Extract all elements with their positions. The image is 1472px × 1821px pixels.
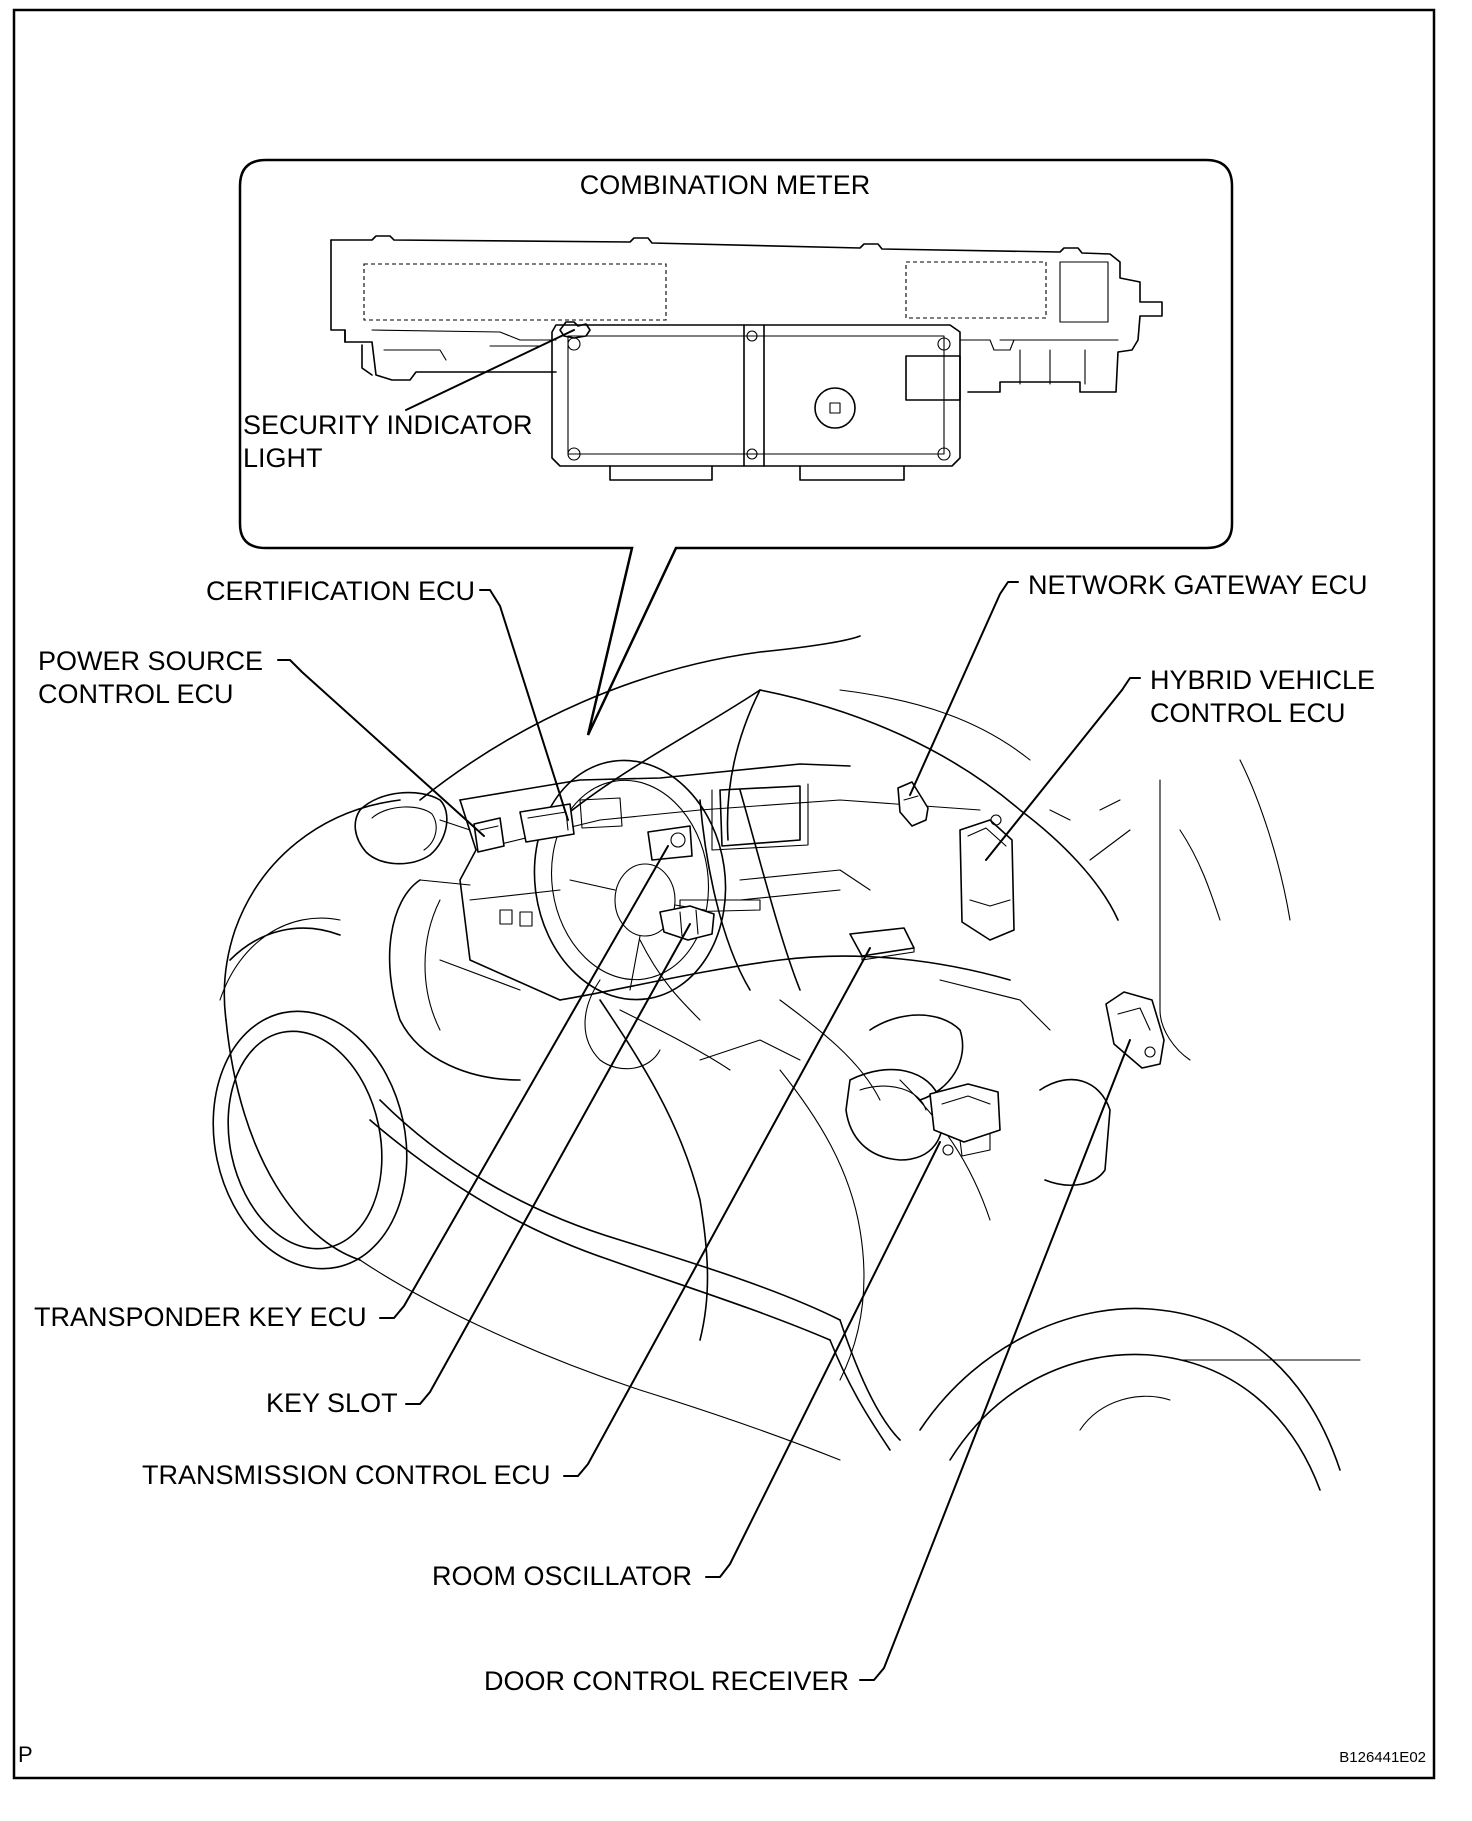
certification-ecu-label: CERTIFICATION ECU [206, 576, 475, 606]
combination-meter-inset: COMBINATION METER SECURITY [238, 158, 1234, 736]
inset-callout-box [238, 158, 1234, 736]
rear-wheel [919, 1307, 1361, 1491]
key-slot-label: KEY SLOT [266, 1388, 398, 1418]
steering-wheel [533, 759, 727, 1070]
power-source-label-line2: CONTROL ECU [38, 679, 234, 709]
room-oscillator-leader [705, 1141, 941, 1578]
certification-ecu-part [519, 797, 623, 843]
transponder-key-ecu-label: TRANSPONDER KEY ECU [34, 1302, 367, 1332]
network-gateway-ecu-part [897, 781, 929, 827]
vehicle-drawing [212, 635, 1361, 1491]
hybrid-vehicle-leader [985, 677, 1141, 861]
network-gateway-ecu-leader [909, 581, 1019, 796]
door-control-receiver-leader [859, 1039, 1131, 1681]
transponder-key-ecu-part [647, 825, 693, 861]
hybrid-vehicle-label-line1: HYBRID VEHICLE [1150, 665, 1375, 695]
figure-id: B126441E02 [1339, 1749, 1426, 1766]
inset-title: COMBINATION METER [580, 170, 871, 200]
transponder-key-ecu-leader [379, 845, 669, 1319]
transmission-control-ecu-part [849, 927, 915, 961]
security-indicator-leader [405, 329, 575, 411]
transmission-control-ecu-leader [563, 947, 871, 1477]
door-control-receiver-part [1105, 991, 1165, 1069]
front-wheel [212, 917, 408, 1270]
transmission-control-ecu-label: TRANSMISSION CONTROL ECU [142, 1460, 551, 1490]
power-source-leader [277, 659, 485, 837]
corner-code: P [18, 1742, 33, 1767]
room-oscillator-label: ROOM OSCILLATOR [432, 1561, 692, 1591]
dashboard [388, 763, 1111, 1381]
security-indicator-label-line2: LIGHT [243, 443, 323, 473]
side-mirror [354, 791, 471, 865]
outer-frame [12, 8, 1436, 1780]
key-slot-leader [405, 923, 691, 1405]
hybrid-vehicle-control-ecu-part [959, 814, 1015, 941]
network-gateway-ecu-label: NETWORK GATEWAY ECU [1028, 570, 1368, 600]
power-source-control-ecu-part [473, 817, 505, 853]
key-slot-part [659, 905, 715, 941]
security-indicator-label-line1: SECURITY INDICATOR [243, 410, 533, 440]
room-oscillator-part [929, 1083, 1001, 1157]
door-control-receiver-label: DOOR CONTROL RECEIVER [484, 1666, 849, 1696]
certification-ecu-leader [479, 589, 569, 821]
combination-meter-drawing [330, 235, 1163, 481]
power-source-label-line1: POWER SOURCE [38, 646, 263, 676]
component-labels: CERTIFICATION ECU NETWORK GATEWAY ECU PO… [34, 570, 1375, 1696]
hybrid-vehicle-label-line2: CONTROL ECU [1150, 698, 1346, 728]
